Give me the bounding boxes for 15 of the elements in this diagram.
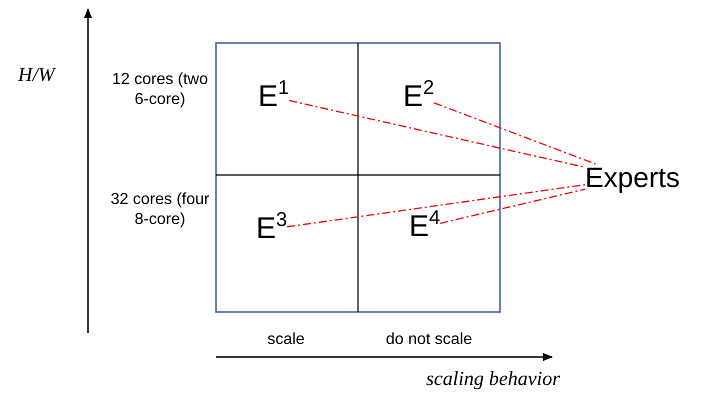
expert-label: E$^{4}$ xyxy=(409,212,440,242)
axis-title: scaling behavior xyxy=(425,368,560,391)
column-label: scale xyxy=(266,330,306,350)
connector-line xyxy=(434,102,596,165)
experts-label: Experts xyxy=(585,164,680,192)
connector-line xyxy=(287,184,586,228)
column-label: do not scale xyxy=(384,330,474,350)
row-label: 32 cores (four 8-core) xyxy=(110,190,210,230)
row-label: 12 cores (two 6-core) xyxy=(110,70,210,110)
connector-line xyxy=(440,188,586,224)
expert-label: E$^{3}$ xyxy=(256,214,288,244)
connector-line xyxy=(289,100,586,168)
expert-label: E$^{2}$ xyxy=(403,82,434,112)
expert-label: E$^{1}$ xyxy=(258,82,290,112)
axis-title: H/W xyxy=(18,64,58,87)
